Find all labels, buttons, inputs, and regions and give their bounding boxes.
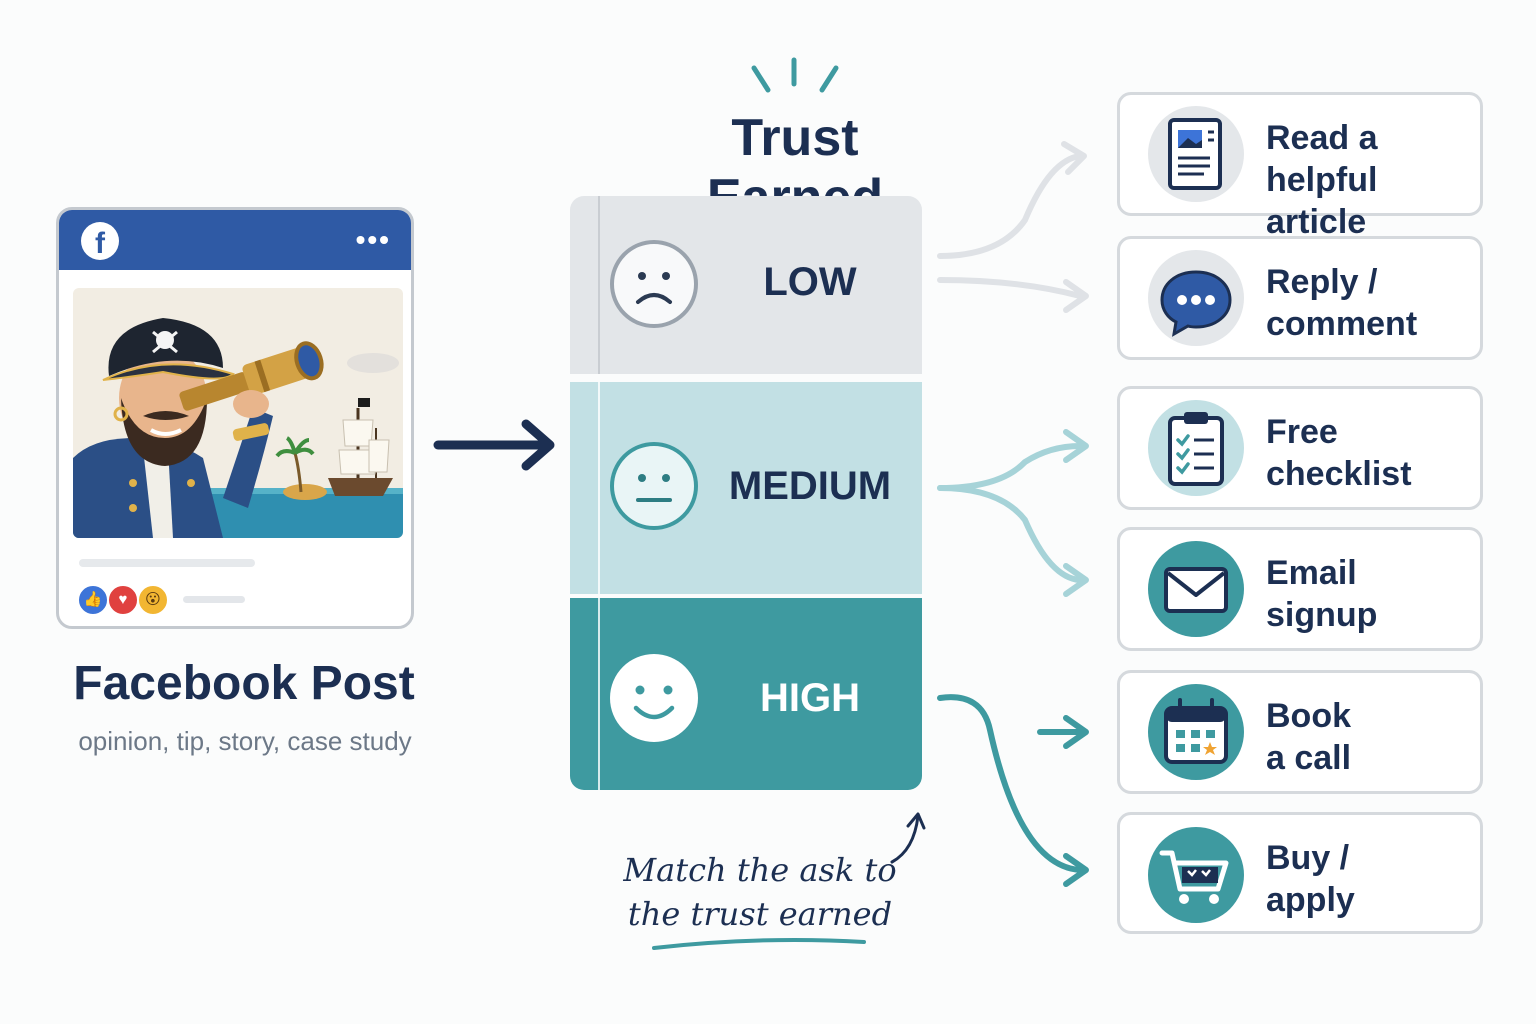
emphasis-burst-icon [751, 57, 839, 93]
facebook-post-title: Facebook Post [73, 657, 415, 710]
heart-icon: ♥ [107, 584, 139, 616]
facebook-post-card: f ••• [56, 207, 414, 629]
curved-arrow-icon [890, 812, 926, 864]
action-label-line: Read a [1266, 119, 1378, 157]
flow-arrow-icon [433, 419, 555, 471]
scale-line [598, 598, 600, 790]
more-options-icon: ••• [355, 224, 391, 255]
action-card-email[interactable]: Email signup [1117, 527, 1483, 651]
sad-face-icon [610, 240, 698, 328]
action-label-line: Buy / [1266, 839, 1350, 877]
action-card-reply[interactable]: Reply / comment [1117, 236, 1483, 360]
action-label-line: signup [1266, 596, 1378, 634]
facebook-header-bar: f ••• [59, 210, 411, 270]
action-label-line: Book [1266, 697, 1351, 735]
action-label-line: Email [1266, 554, 1357, 592]
trust-level-label: HIGH [760, 676, 860, 720]
action-label-line: helpful article [1266, 161, 1378, 241]
trust-level-low: LOW [570, 196, 922, 374]
chat-bubble-icon [1148, 250, 1244, 346]
trust-level-label: MEDIUM [728, 464, 892, 508]
scale-line [598, 382, 600, 594]
action-label-line: comment [1266, 305, 1418, 343]
action-label-line: checklist [1266, 455, 1412, 493]
wow-icon: 😮 [137, 584, 169, 616]
shopping-cart-icon [1148, 827, 1244, 923]
action-label: Read a helpful article [1266, 117, 1476, 243]
guidance-note-line: the trust earned [627, 895, 893, 933]
scale-line [598, 196, 600, 374]
action-label-line: Reply / [1266, 263, 1378, 301]
action-label: Email signup [1266, 552, 1476, 636]
action-card-article[interactable]: Read a helpful article [1117, 92, 1483, 241]
pirate-spyglass-illustration [73, 288, 403, 538]
post-text-placeholder [79, 559, 255, 567]
reaction-row: 👍 ♥ 😮 [77, 584, 277, 616]
guidance-note-line: Match the ask to [623, 851, 897, 889]
clipboard-checklist-icon [1148, 400, 1244, 496]
guidance-note: Match the ask to the trust earned [620, 848, 900, 936]
action-label-line: apply [1266, 881, 1355, 919]
envelope-icon [1148, 541, 1244, 637]
trust-level-high: HIGH [570, 598, 922, 790]
trust-level-medium: MEDIUM [570, 382, 922, 594]
calendar-icon [1148, 684, 1244, 780]
action-card-buy-apply[interactable]: Buy / apply [1117, 812, 1483, 934]
happy-face-icon [610, 654, 698, 742]
neutral-face-icon [610, 442, 698, 530]
underline-stroke [652, 938, 866, 950]
action-card-checklist[interactable]: Free checklist [1117, 386, 1483, 510]
action-card-book-call[interactable]: Book a call [1117, 670, 1483, 794]
action-label-line: a call [1266, 739, 1352, 777]
action-label: Reply / comment [1266, 261, 1476, 345]
article-icon [1148, 106, 1244, 202]
action-label: Book a call [1266, 695, 1476, 779]
action-label-line: Free [1266, 413, 1338, 451]
reaction-count-placeholder [183, 596, 245, 603]
trust-level-label: LOW [763, 260, 857, 304]
action-label: Free checklist [1266, 411, 1476, 495]
facebook-logo-icon: f [81, 222, 119, 260]
like-icon: 👍 [77, 584, 109, 616]
connector-arrows [937, 141, 1089, 887]
facebook-post-subtitle: opinion, tip, story, case study [78, 726, 412, 756]
action-label: Buy / apply [1266, 837, 1476, 921]
